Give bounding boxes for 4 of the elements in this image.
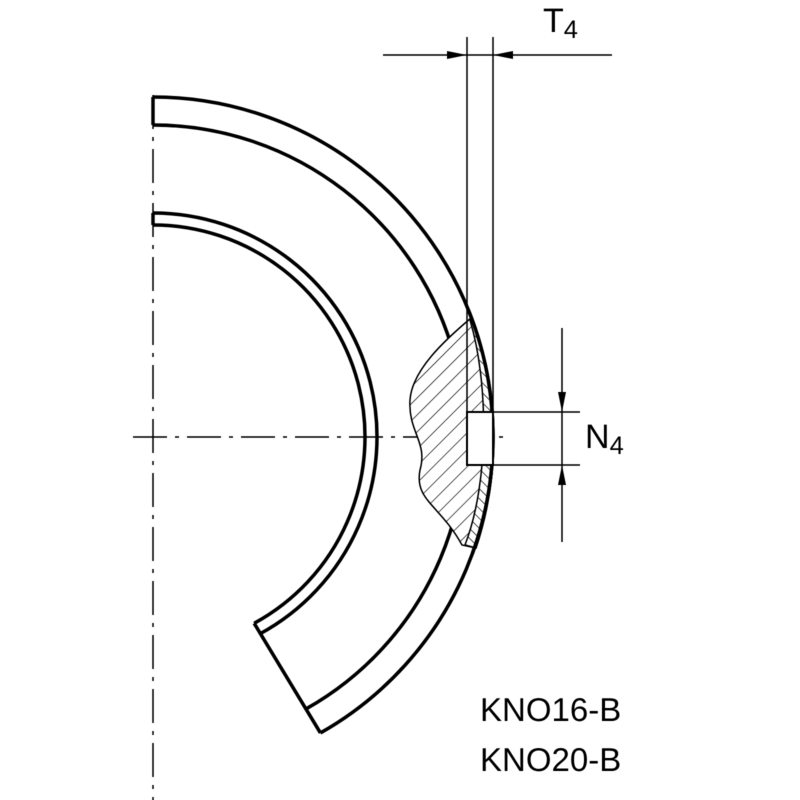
dimension-label: N$_{4}$ — [585, 420, 624, 454]
part-designation: KNO20-B — [480, 743, 622, 776]
part-designation: KNO16-B — [480, 693, 622, 726]
dimension-label: T$_{4}$ — [543, 4, 578, 38]
